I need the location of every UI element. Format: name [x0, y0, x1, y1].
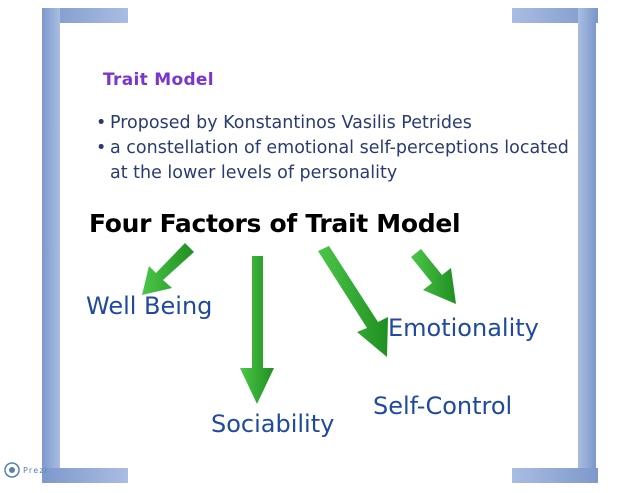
arrow-emotionality: [411, 249, 456, 304]
prezi-logo-text: Prezi: [23, 465, 49, 475]
arrow-self-control: [318, 246, 388, 357]
factor-emotionality: Emotionality: [388, 314, 539, 342]
bullet-item: a constellation of emotional self-percep…: [96, 136, 576, 186]
arrow-sociability: [240, 256, 274, 404]
slide-title: Trait Model: [103, 70, 214, 90]
bullet-item: Proposed by Konstantinos Vasilis Petride…: [96, 111, 576, 136]
factors-heading: Four Factors of Trait Model: [89, 209, 461, 238]
factor-self-control: Self-Control: [373, 392, 513, 420]
bullet-list: Proposed by Konstantinos Vasilis Petride…: [96, 111, 576, 186]
prezi-logo: Prezi: [4, 462, 48, 478]
factor-well-being: Well Being: [86, 292, 213, 320]
prezi-logo-icon: [4, 462, 20, 478]
factor-sociability: Sociability: [211, 410, 335, 438]
arrow-well-being: [142, 243, 194, 295]
